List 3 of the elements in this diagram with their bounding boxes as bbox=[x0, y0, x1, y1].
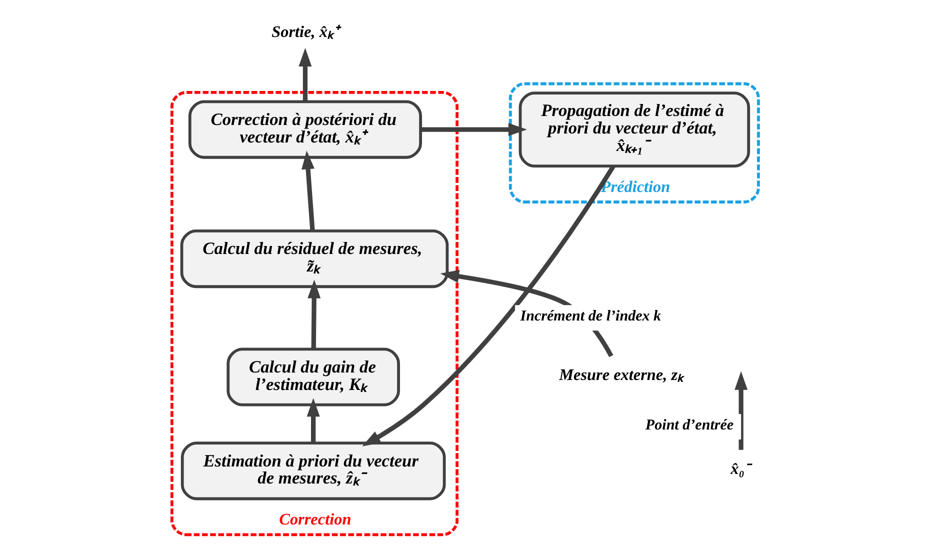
edge-label: Incrément de l’index k bbox=[520, 308, 661, 325]
edge-label: Point d’entrée bbox=[644, 418, 734, 434]
node-text: Mesure externe, zₖ bbox=[558, 366, 684, 384]
